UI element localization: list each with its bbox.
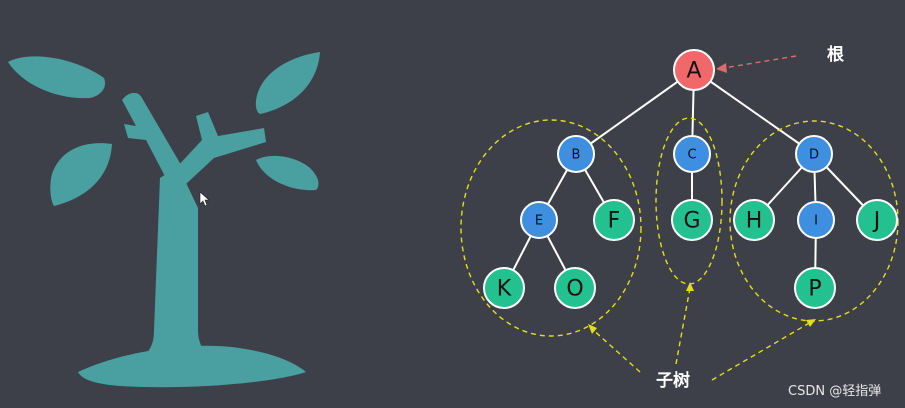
node-k: K xyxy=(483,267,525,309)
tree-sprout-illustration xyxy=(8,52,320,388)
leaf-mid-left xyxy=(50,143,112,206)
node-c-label: C xyxy=(687,148,696,163)
node-c-circle xyxy=(673,135,711,173)
node-b: B xyxy=(557,135,595,173)
node-e: E xyxy=(520,201,558,239)
node-j: J xyxy=(856,199,898,241)
node-i-label: I xyxy=(814,214,818,229)
subtree-arrow-mid xyxy=(675,287,691,365)
subtree-label: 子树 xyxy=(656,371,690,391)
left-branch-shape xyxy=(122,92,184,182)
node-j-circle xyxy=(856,199,898,241)
node-i-circle xyxy=(797,201,835,239)
node-g-label: G xyxy=(683,209,700,234)
node-o-label: O xyxy=(566,277,583,302)
subtree-arrow-left xyxy=(590,327,641,373)
node-h: H xyxy=(733,199,775,241)
node-o: O xyxy=(554,267,596,309)
node-d-label: D xyxy=(809,148,819,163)
node-d: D xyxy=(795,135,833,173)
root-label: 根 xyxy=(827,44,844,65)
tree-edges xyxy=(503,69,878,289)
subtree-outline-c xyxy=(655,117,723,285)
node-p-label: P xyxy=(808,277,821,302)
right-branch-shape xyxy=(176,112,266,184)
edge-a-d xyxy=(693,69,815,155)
watermark-text: CSDN @轻指弹 xyxy=(788,384,881,399)
node-k-circle xyxy=(483,267,525,309)
node-i: I xyxy=(797,201,835,239)
ground-shape xyxy=(78,345,306,388)
node-g-circle xyxy=(671,199,713,241)
root-arrow xyxy=(716,55,797,73)
subtree-arrow-right xyxy=(711,321,812,381)
node-o-circle xyxy=(554,267,596,309)
node-f-label: F xyxy=(608,209,621,234)
tree-nodes: A B C D E F G H I J K O P xyxy=(483,49,898,309)
leaf-mid-right xyxy=(256,155,319,191)
node-p-circle xyxy=(794,267,836,309)
node-a: A xyxy=(673,49,715,91)
subtree-arrowhead-left xyxy=(588,324,597,334)
node-b-label: B xyxy=(572,148,581,163)
node-e-label: E xyxy=(535,214,543,229)
node-h-circle xyxy=(733,199,775,241)
subtree-arrowhead-right xyxy=(806,319,816,327)
node-e-circle xyxy=(520,201,558,239)
node-g: G xyxy=(671,199,713,241)
node-b-circle xyxy=(557,135,595,173)
node-k-label: K xyxy=(497,277,512,302)
mouse-cursor-icon xyxy=(199,191,210,207)
node-d-circle xyxy=(795,135,833,173)
leaf-top-left xyxy=(8,56,106,99)
node-f: F xyxy=(593,199,635,241)
subtree-outline-b xyxy=(460,119,642,337)
subtree-arrowheads xyxy=(588,282,816,334)
node-a-label: A xyxy=(686,59,701,84)
leaf-top-right xyxy=(255,52,320,114)
node-h-label: H xyxy=(746,209,763,234)
node-f-circle xyxy=(593,199,635,241)
node-j-label: J xyxy=(872,209,881,234)
node-a-circle xyxy=(673,49,715,91)
trunk-shape xyxy=(140,166,212,358)
node-p: P xyxy=(794,267,836,309)
subtree-arrowhead-mid xyxy=(686,282,694,291)
subtree-arrows xyxy=(590,287,812,381)
node-c: C xyxy=(673,135,711,173)
edge-a-b xyxy=(575,69,695,155)
